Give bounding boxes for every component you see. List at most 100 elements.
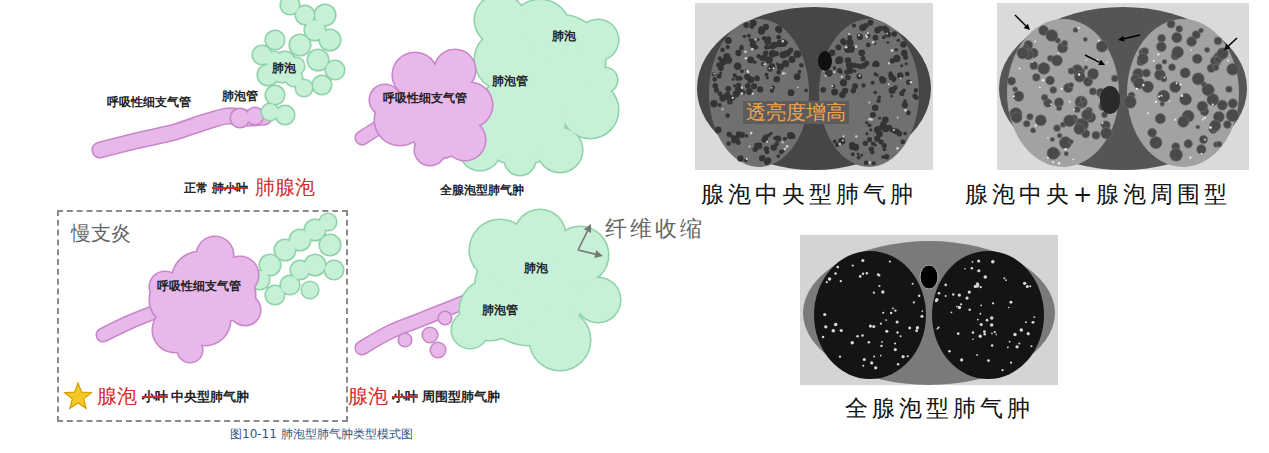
ct-texture	[1047, 157, 1049, 159]
ct-texture	[1073, 109, 1075, 111]
ct-texture	[848, 46, 855, 53]
ct-texture	[1155, 113, 1165, 123]
ct-texture	[835, 44, 841, 50]
ct-texture	[897, 363, 899, 365]
ct-background	[695, 3, 933, 170]
ct-texture	[1050, 103, 1052, 105]
ct-texture	[1092, 131, 1100, 139]
ct-texture	[1047, 147, 1059, 159]
ct-texture	[738, 76, 743, 81]
ct-texture	[773, 76, 780, 83]
ct-texture	[733, 84, 736, 87]
ct-texture	[1227, 60, 1229, 62]
ct-texture	[1054, 125, 1061, 132]
ct-texture	[786, 145, 789, 148]
alveoli-cluster	[249, 212, 344, 305]
ct-texture	[1190, 49, 1192, 51]
ct-texture	[769, 50, 776, 57]
alveoli-cluster-fill	[320, 235, 340, 255]
ct-texture	[740, 45, 743, 48]
ct-texture	[1001, 369, 1003, 371]
alveoli-enlarged-fill	[576, 278, 620, 322]
ct-texture	[1030, 128, 1035, 133]
ct-texture	[744, 50, 747, 53]
ct-texture	[896, 147, 899, 150]
ct-texture	[958, 306, 961, 309]
ct-texture	[882, 143, 887, 148]
ct-texture	[1023, 120, 1030, 127]
ct-texture	[751, 48, 753, 50]
ct-texture	[866, 272, 868, 274]
ct-texture	[1062, 40, 1068, 46]
ct-texture	[1032, 73, 1040, 81]
ct-texture	[918, 295, 921, 298]
alveolar-duct-fill	[431, 343, 445, 357]
chest-wall	[803, 241, 1055, 385]
ct-texture	[892, 31, 898, 37]
ct-texture	[893, 129, 895, 131]
alveoli-enlarged-fill	[475, 0, 525, 45]
ct-texture	[739, 132, 745, 138]
alveoli-enlarged-fill	[530, 310, 590, 370]
ct-texture	[900, 41, 907, 48]
ct-texture	[876, 99, 880, 103]
alveoli-cluster-fill	[326, 61, 344, 79]
figure-caption: 图10-11 肺泡型肺气肿类型模式图	[230, 428, 413, 442]
arrow-head	[594, 250, 603, 258]
ct-texture	[741, 92, 744, 95]
ct-texture	[1189, 157, 1191, 159]
ct-texture	[1084, 66, 1088, 70]
alveolar-duct-fill	[423, 328, 437, 342]
ct-texture	[857, 34, 862, 39]
alveoli-cluster-fill	[313, 76, 331, 94]
lung-field	[819, 19, 919, 167]
ct-texture	[722, 108, 724, 110]
alveoli-cluster-edge	[264, 29, 285, 50]
ct-texture	[769, 68, 771, 70]
ct-texture	[715, 126, 722, 133]
ct-texture	[834, 323, 838, 327]
ct-texture	[1025, 321, 1027, 323]
ct-texture	[1078, 73, 1080, 75]
ct-texture	[1063, 83, 1073, 93]
ct-texture	[894, 342, 896, 344]
alveolar-duct-fill	[231, 109, 249, 127]
ct-texture	[840, 280, 842, 282]
ct-texture	[754, 39, 756, 41]
ct-texture	[884, 154, 889, 159]
alveoli-cluster-fill	[281, 0, 299, 14]
ct-texture	[1033, 316, 1035, 318]
ct-texture	[1168, 64, 1175, 71]
alveolar-duct-edge	[429, 341, 446, 358]
alveoli-cluster-fill	[325, 261, 343, 279]
alveolar-duct-edge	[397, 332, 412, 347]
ct-texture	[894, 48, 898, 52]
arrow-head	[1224, 44, 1230, 50]
ct-texture	[839, 143, 841, 145]
ct-texture	[855, 63, 860, 68]
alveoli-enlarged-fill	[505, 145, 535, 175]
ct-texture	[1007, 77, 1015, 85]
ct-texture	[857, 74, 863, 80]
ct-texture	[828, 277, 832, 281]
ct-texture	[1214, 37, 1222, 45]
alveoli-enlarged-fill	[538, 128, 582, 172]
alveoli-cluster-fill	[276, 106, 294, 124]
ct-texture	[727, 99, 733, 105]
trachea	[1100, 86, 1120, 114]
ct-annotation: 透亮度增高	[743, 101, 849, 124]
ct-texture	[739, 46, 744, 51]
ct-texture	[771, 87, 773, 89]
ct-texture	[977, 259, 980, 262]
ct-texture	[894, 309, 896, 311]
ct-texture	[860, 154, 863, 157]
ct-texture	[983, 330, 986, 333]
ct-texture	[1202, 119, 1204, 121]
ct-texture	[1013, 333, 1016, 336]
ct-texture	[904, 109, 907, 112]
alveoli-cluster-fill	[253, 46, 271, 64]
ct-texture	[855, 135, 857, 137]
ct-texture	[1018, 343, 1020, 345]
ct-texture	[1015, 345, 1018, 348]
ct-texture	[1068, 68, 1075, 75]
